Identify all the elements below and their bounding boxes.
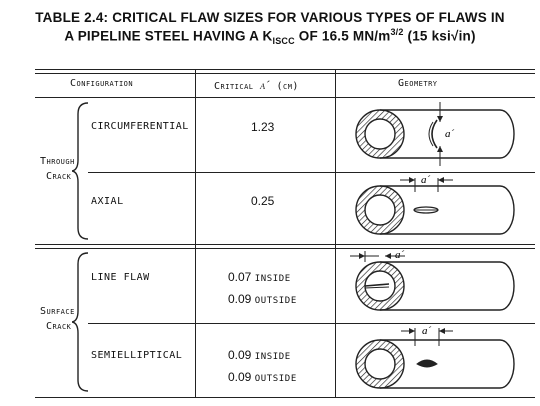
through-brace xyxy=(72,102,89,240)
value-semielliptical-inside: 0.09 inside xyxy=(228,348,291,362)
through-row-divider xyxy=(88,172,535,173)
value-semielliptical-outside: 0.09 outside xyxy=(228,370,297,384)
group-label-surface-crack: Crack xyxy=(46,321,72,332)
table-top-rule xyxy=(35,69,535,74)
svg-text:a´: a´ xyxy=(395,249,405,261)
value-line-flaw-outside: 0.09 outside xyxy=(228,292,297,306)
pipe-axial-crack-icon: a´ xyxy=(355,174,515,235)
header-geometry: Geometry xyxy=(398,78,438,89)
surface-brace xyxy=(72,252,89,392)
row-name-semielliptical: semielliptical xyxy=(91,350,183,361)
row-name-line-flaw: line flaw xyxy=(91,272,150,283)
pipe-semielliptical-flaw-icon: a´ xyxy=(355,325,515,389)
column-divider-1 xyxy=(195,70,196,397)
svg-text:a´: a´ xyxy=(421,174,431,186)
table-title-line1: TABLE 2.4: CRITICAL FLAW SIZES FOR VARIO… xyxy=(35,10,505,25)
pipe-circumferential-crack-icon: a´ xyxy=(355,102,515,166)
value-axial: 0.25 xyxy=(251,194,275,208)
header-bottom-rule xyxy=(35,97,535,98)
value-circumferential: 1.23 xyxy=(251,120,275,134)
table-title-line2: A PIPELINE STEEL HAVING A KISCC OF 16.5 … xyxy=(64,27,476,47)
row-name-axial: axial xyxy=(91,196,124,207)
svg-text:a´: a´ xyxy=(422,325,432,337)
pipe-line-flaw-icon: a´ xyxy=(350,249,515,311)
value-line-flaw-inside: 0.07 inside xyxy=(228,270,291,284)
svg-text:a´: a´ xyxy=(445,128,455,140)
row-name-circumferential: circumferential xyxy=(91,121,189,132)
group-label-through: Through xyxy=(40,156,75,167)
surface-row-divider xyxy=(88,323,535,324)
table-bottom-rule xyxy=(35,397,535,398)
group-label-surface: Surface xyxy=(40,306,75,317)
column-divider-2 xyxy=(335,70,336,397)
header-configuration: Configuration xyxy=(70,78,134,89)
header-critical: Critical a´ (cm) xyxy=(214,78,299,92)
group-divider xyxy=(35,244,535,249)
group-label-through-crack: Crack xyxy=(46,171,72,182)
